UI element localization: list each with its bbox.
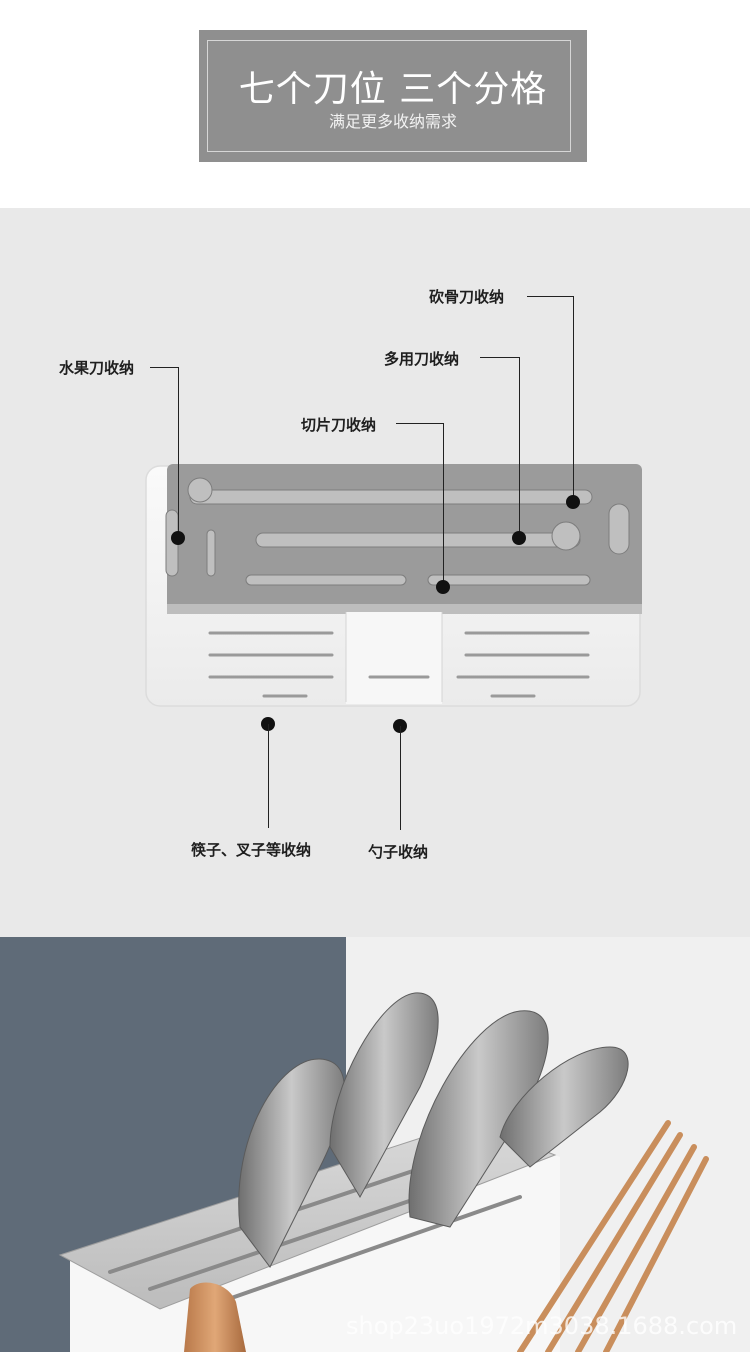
leader-line (178, 367, 179, 537)
banner-subtitle: 满足更多收纳需求 (328, 112, 457, 131)
leader-line (519, 357, 520, 537)
knife-holder-top-view (145, 464, 642, 707)
banner-title: 七个刀位 三个分格 (238, 69, 548, 110)
label-bone-knife: 砍骨刀收纳 (429, 288, 505, 306)
marker-dot (566, 495, 580, 509)
slot-slicing-knife (427, 574, 591, 586)
knife-handle (329, 992, 439, 1199)
knife-handle (499, 1046, 629, 1168)
product-diagram: 砍骨刀收纳 多用刀收纳 水果刀收纳 切片刀收纳 筷子、叉子等收纳 勺子收纳 (0, 208, 750, 937)
watermark-text: shop23uo1972m3038.1688.com (346, 1312, 738, 1340)
product-photo-illustration (0, 937, 750, 1352)
leader-line (268, 724, 269, 828)
wooden-handle (184, 1282, 246, 1352)
leader-line (400, 726, 401, 830)
knife-handle (408, 1010, 549, 1228)
slot-utility-knife (255, 532, 581, 548)
leader-line (150, 367, 178, 368)
marker-dot (171, 531, 185, 545)
slot-small-1 (245, 574, 407, 586)
header-banner: 七个刀位 三个分格 满足更多收纳需求 (199, 30, 587, 162)
product-photo: shop23uo1972m3038.1688.com (0, 937, 750, 1352)
label-spoon: 勺子收纳 (368, 843, 429, 861)
marker-dot (436, 580, 450, 594)
marker-dot (512, 531, 526, 545)
label-chopsticks: 筷子、叉子等收纳 (191, 841, 312, 859)
leader-line (443, 423, 444, 586)
leader-line (396, 423, 443, 424)
slot-bone-knife (189, 489, 593, 505)
leader-line (573, 296, 574, 502)
banner-frame (207, 40, 571, 152)
label-utility-knife: 多用刀收纳 (384, 350, 460, 368)
label-fruit-knife: 水果刀收纳 (59, 359, 135, 377)
leader-line (527, 296, 574, 297)
label-slicing-knife: 切片刀收纳 (301, 416, 377, 434)
leader-line (480, 357, 520, 358)
